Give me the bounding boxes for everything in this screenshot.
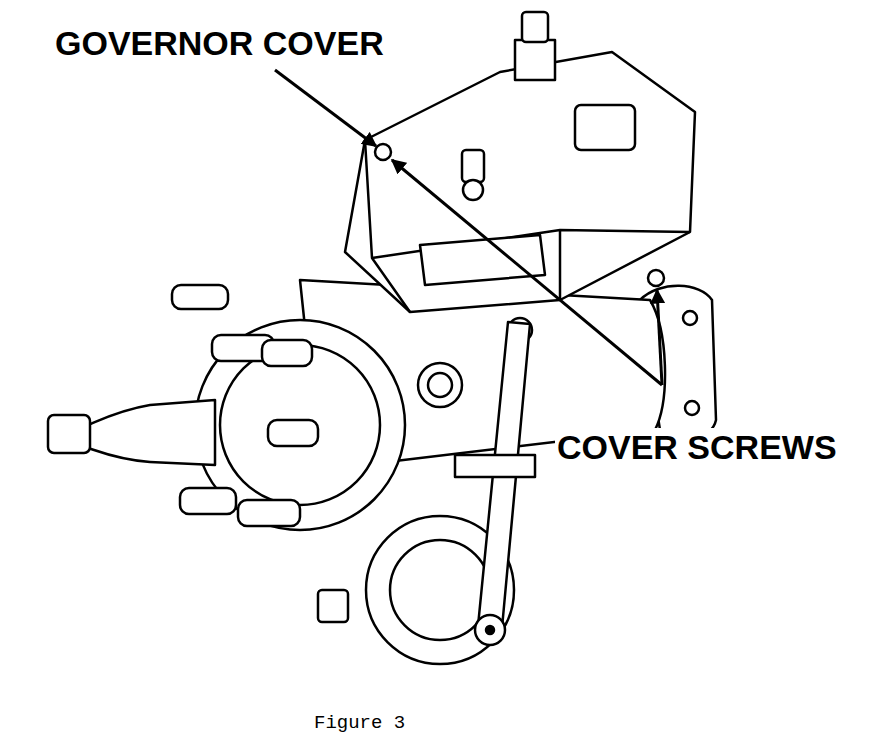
leader-arrow bbox=[392, 160, 662, 385]
flange-hole bbox=[685, 401, 699, 415]
part-label: GOVERNOR COVER bbox=[53, 24, 386, 62]
lever-bracket bbox=[455, 455, 535, 477]
lever-pin bbox=[486, 626, 494, 634]
outlet-fittings bbox=[172, 285, 318, 526]
top-fitting-nut bbox=[522, 12, 548, 42]
governor-cover bbox=[345, 52, 695, 312]
lever-end bbox=[475, 615, 505, 645]
cover-boss bbox=[575, 105, 635, 150]
vent-screw-head bbox=[463, 180, 483, 200]
vent-screw bbox=[462, 150, 484, 182]
leader-arrow bbox=[275, 70, 376, 146]
flange-hole bbox=[683, 311, 697, 325]
leader-arrow bbox=[657, 290, 662, 385]
hub-nut bbox=[48, 415, 90, 453]
cover-rib bbox=[420, 235, 545, 285]
side-plug-hex bbox=[428, 373, 452, 397]
drain-plug bbox=[318, 590, 348, 622]
cover-screw bbox=[375, 144, 391, 160]
side-plug bbox=[418, 363, 462, 407]
top-fitting bbox=[515, 40, 555, 80]
part-label: COVER SCREWS bbox=[555, 428, 839, 466]
head-ring bbox=[220, 345, 380, 505]
cover-edge bbox=[365, 140, 410, 312]
cover-edge bbox=[559, 230, 562, 300]
cover-screw bbox=[648, 270, 664, 286]
drive-hub bbox=[88, 400, 215, 465]
figure-caption: Figure 3 bbox=[312, 712, 407, 734]
